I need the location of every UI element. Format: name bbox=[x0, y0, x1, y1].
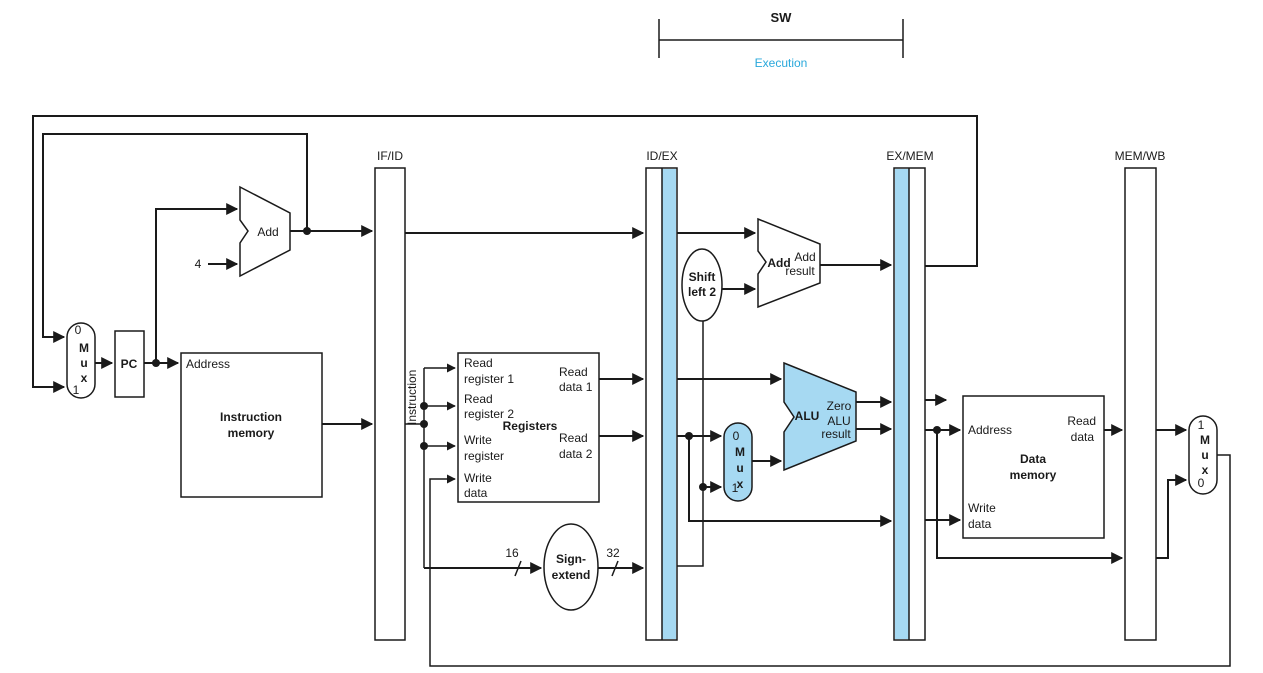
svg-text:Read: Read bbox=[559, 365, 588, 379]
svg-text:Write: Write bbox=[464, 471, 492, 485]
svg-text:Add: Add bbox=[794, 250, 815, 264]
pipeline-register-id-ex: ID/EX bbox=[645, 149, 678, 641]
svg-text:x: x bbox=[81, 371, 88, 385]
svg-text:Data: Data bbox=[1020, 452, 1046, 466]
svg-text:Write: Write bbox=[464, 433, 492, 447]
svg-text:u: u bbox=[1201, 448, 1208, 462]
svg-text:ALU: ALU bbox=[827, 414, 850, 428]
pipeline-register-ex-mem: EX/MEM bbox=[886, 149, 934, 641]
instruction-label: SW bbox=[771, 10, 793, 25]
svg-text:x: x bbox=[1202, 463, 1209, 477]
svg-text:x: x bbox=[737, 477, 744, 491]
svg-text:M: M bbox=[79, 341, 89, 355]
svg-text:data 2: data 2 bbox=[559, 447, 593, 461]
svg-text:result: result bbox=[785, 264, 815, 278]
svg-text:Add: Add bbox=[257, 225, 278, 239]
svg-text:Write: Write bbox=[968, 501, 996, 515]
data-memory: Address Read data Data memory Write data bbox=[962, 395, 1105, 539]
branch-adder: Add Add result bbox=[757, 217, 821, 309]
svg-text:0: 0 bbox=[75, 323, 82, 337]
svg-text:register 1: register 1 bbox=[464, 372, 514, 386]
alu-mux: 0 M u x 1 bbox=[723, 422, 753, 502]
svg-text:memory: memory bbox=[1010, 468, 1057, 482]
alu: ALU Zero ALU result bbox=[783, 361, 857, 472]
svg-text:ALU: ALU bbox=[795, 409, 820, 423]
svg-text:PC: PC bbox=[121, 357, 138, 371]
svg-text:data: data bbox=[1071, 430, 1095, 444]
svg-text:Address: Address bbox=[968, 423, 1012, 437]
pipeline-register-mem-wb: MEM/WB bbox=[1115, 149, 1166, 641]
svg-text:EX/MEM: EX/MEM bbox=[886, 149, 933, 163]
datapath-wires bbox=[32, 115, 1231, 667]
svg-text:Add: Add bbox=[767, 256, 790, 270]
program-counter: PC bbox=[114, 330, 145, 398]
svg-text:Registers: Registers bbox=[503, 419, 558, 433]
svg-text:left 2: left 2 bbox=[688, 285, 716, 299]
svg-text:extend: extend bbox=[552, 568, 591, 582]
svg-text:16: 16 bbox=[505, 546, 519, 560]
sign-extend: Sign- extend 16 32 bbox=[505, 523, 620, 611]
svg-text:1: 1 bbox=[732, 481, 739, 495]
svg-text:u: u bbox=[80, 356, 87, 370]
instruction-bus-label: Instruction bbox=[405, 370, 419, 425]
svg-text:ID/EX: ID/EX bbox=[646, 149, 677, 163]
svg-text:data 1: data 1 bbox=[559, 380, 593, 394]
svg-text:0: 0 bbox=[733, 429, 740, 443]
shift-left-2: Shift left 2 bbox=[681, 248, 723, 322]
svg-text:data: data bbox=[464, 486, 488, 500]
pc-adder: Add 4 bbox=[195, 185, 291, 278]
svg-text:0: 0 bbox=[1198, 476, 1205, 490]
svg-text:Read: Read bbox=[464, 356, 493, 370]
svg-text:data: data bbox=[968, 517, 992, 531]
stage-header: SW Execution bbox=[658, 10, 904, 70]
constant-four: 4 bbox=[195, 257, 202, 271]
svg-text:register: register bbox=[464, 449, 504, 463]
svg-text:Instruction: Instruction bbox=[220, 410, 282, 424]
svg-text:register 2: register 2 bbox=[464, 407, 514, 421]
instruction-memory: Address Instruction memory bbox=[180, 352, 323, 498]
pc-mux: 0 M u x 1 bbox=[66, 322, 96, 399]
svg-text:Read: Read bbox=[464, 392, 493, 406]
svg-text:1: 1 bbox=[1198, 418, 1205, 432]
svg-text:MEM/WB: MEM/WB bbox=[1115, 149, 1166, 163]
svg-text:Zero: Zero bbox=[827, 399, 852, 413]
pipeline-register-if-id: IF/ID bbox=[374, 149, 406, 641]
svg-text:memory: memory bbox=[228, 426, 275, 440]
stage-label: Execution bbox=[755, 56, 808, 70]
svg-text:M: M bbox=[735, 445, 745, 459]
svg-text:M: M bbox=[1200, 433, 1210, 447]
svg-text:1: 1 bbox=[73, 383, 80, 397]
svg-text:IF/ID: IF/ID bbox=[377, 149, 403, 163]
svg-text:u: u bbox=[736, 461, 743, 475]
svg-text:Shift: Shift bbox=[689, 270, 716, 284]
register-file: Read register 1 Read register 2 Write re… bbox=[457, 352, 600, 503]
svg-text:Read: Read bbox=[559, 431, 588, 445]
svg-text:Sign-: Sign- bbox=[556, 552, 586, 566]
svg-text:result: result bbox=[821, 427, 851, 441]
svg-text:Read: Read bbox=[1067, 414, 1096, 428]
writeback-mux: 1 M u x 0 bbox=[1188, 415, 1218, 495]
svg-text:Address: Address bbox=[186, 357, 230, 371]
svg-text:32: 32 bbox=[606, 546, 620, 560]
